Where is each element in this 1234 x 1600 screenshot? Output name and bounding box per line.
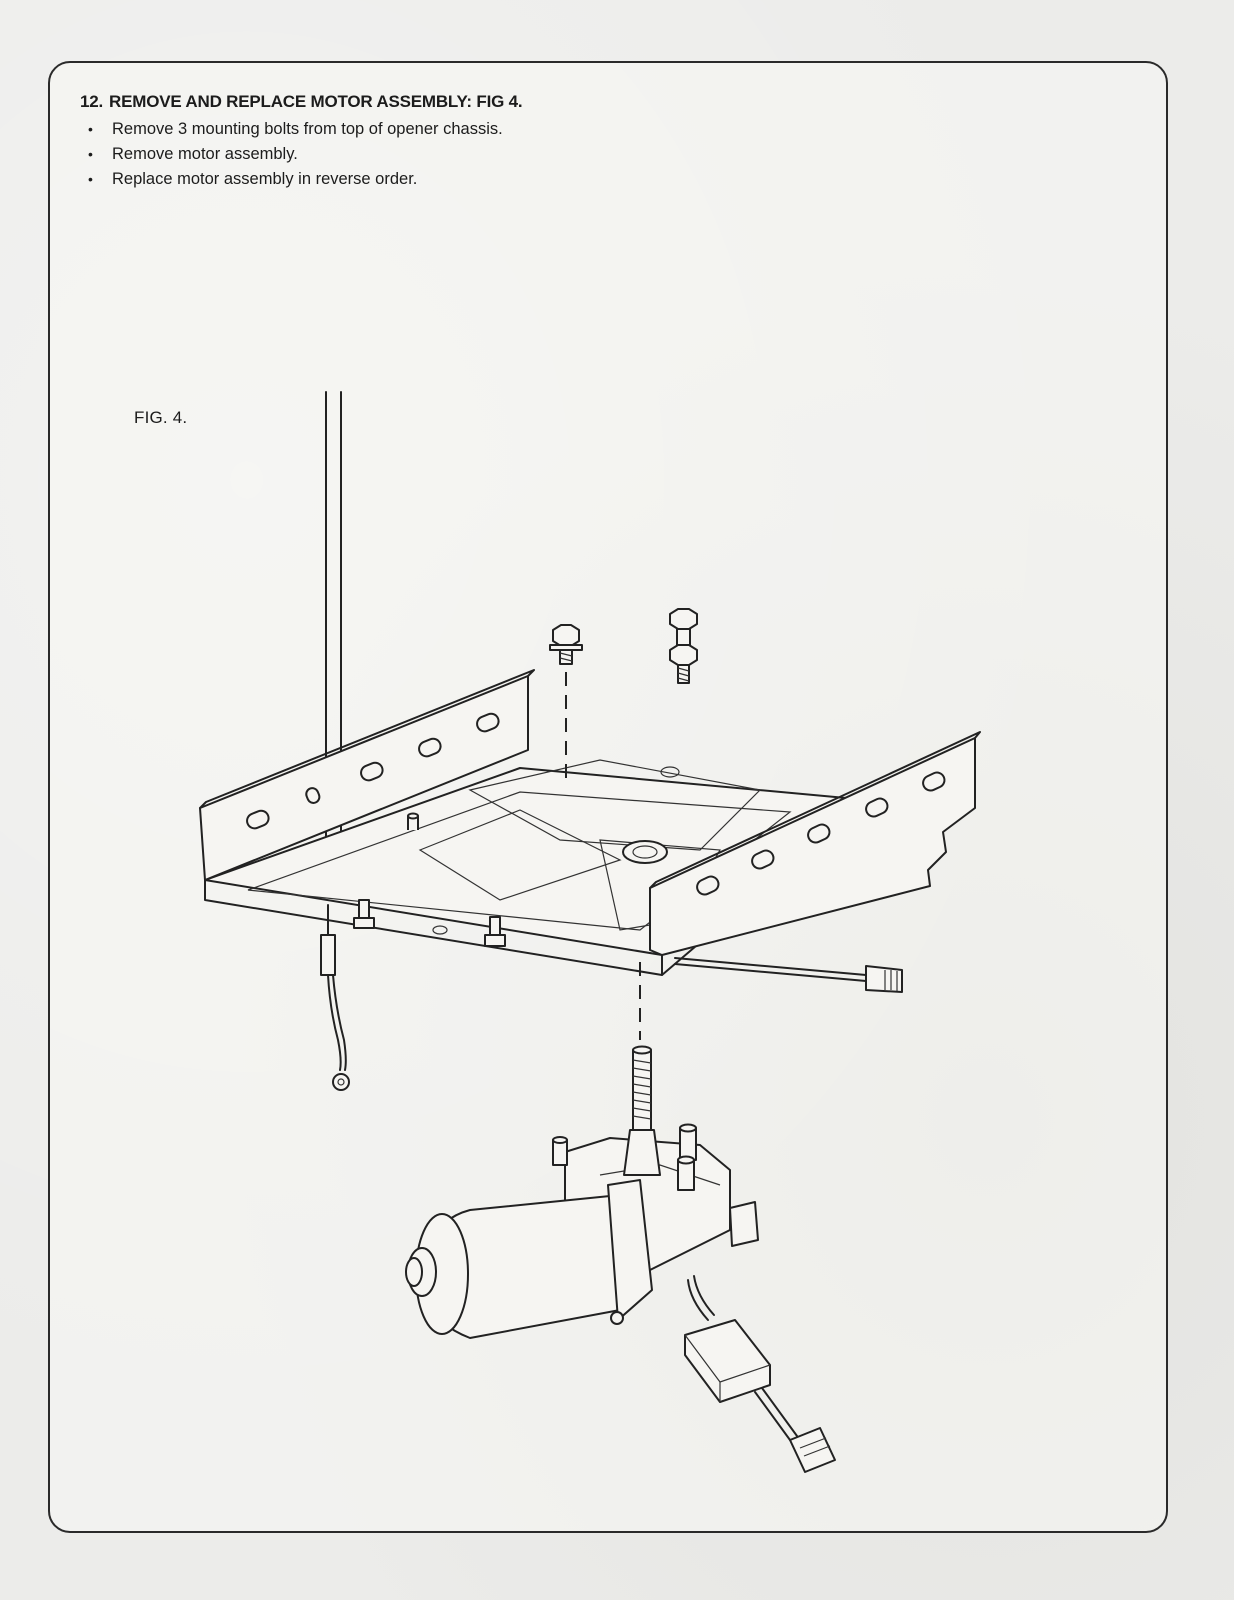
bullet-text: Remove 3 mounting bolts from top of open…	[112, 120, 503, 138]
instruction-block: 12. REMOVE AND REPLACE MOTOR ASSEMBLY: F…	[80, 92, 720, 192]
list-item: • Remove motor assembly.	[88, 142, 720, 167]
ground-wire	[320, 904, 350, 1091]
step-heading: 12. REMOVE AND REPLACE MOTOR ASSEMBLY: F…	[80, 92, 720, 112]
opener-chassis	[199, 669, 981, 976]
mounting-bolt-left	[549, 624, 583, 665]
mounting-bolt-right	[669, 608, 698, 684]
step-title: REMOVE AND REPLACE MOTOR ASSEMBLY: FIG 4…	[109, 92, 523, 111]
figure-label: FIG. 4.	[134, 408, 188, 427]
chassis-bottom-bolts	[353, 899, 506, 947]
bullet-text: Replace motor assembly in reverse order.	[112, 170, 418, 188]
step-bullet-list: • Remove 3 mounting bolts from top of op…	[80, 117, 720, 192]
wire-harness-connector	[674, 957, 903, 993]
step-number: 12.	[80, 92, 104, 111]
bullet-icon: •	[88, 146, 93, 162]
bullet-text: Remove motor assembly.	[112, 145, 298, 163]
motor-assembly	[405, 1045, 836, 1473]
list-item: • Replace motor assembly in reverse orde…	[88, 167, 720, 192]
bullet-icon: •	[88, 171, 93, 187]
list-item: • Remove 3 mounting bolts from top of op…	[88, 117, 720, 142]
bullet-icon: •	[88, 121, 93, 137]
